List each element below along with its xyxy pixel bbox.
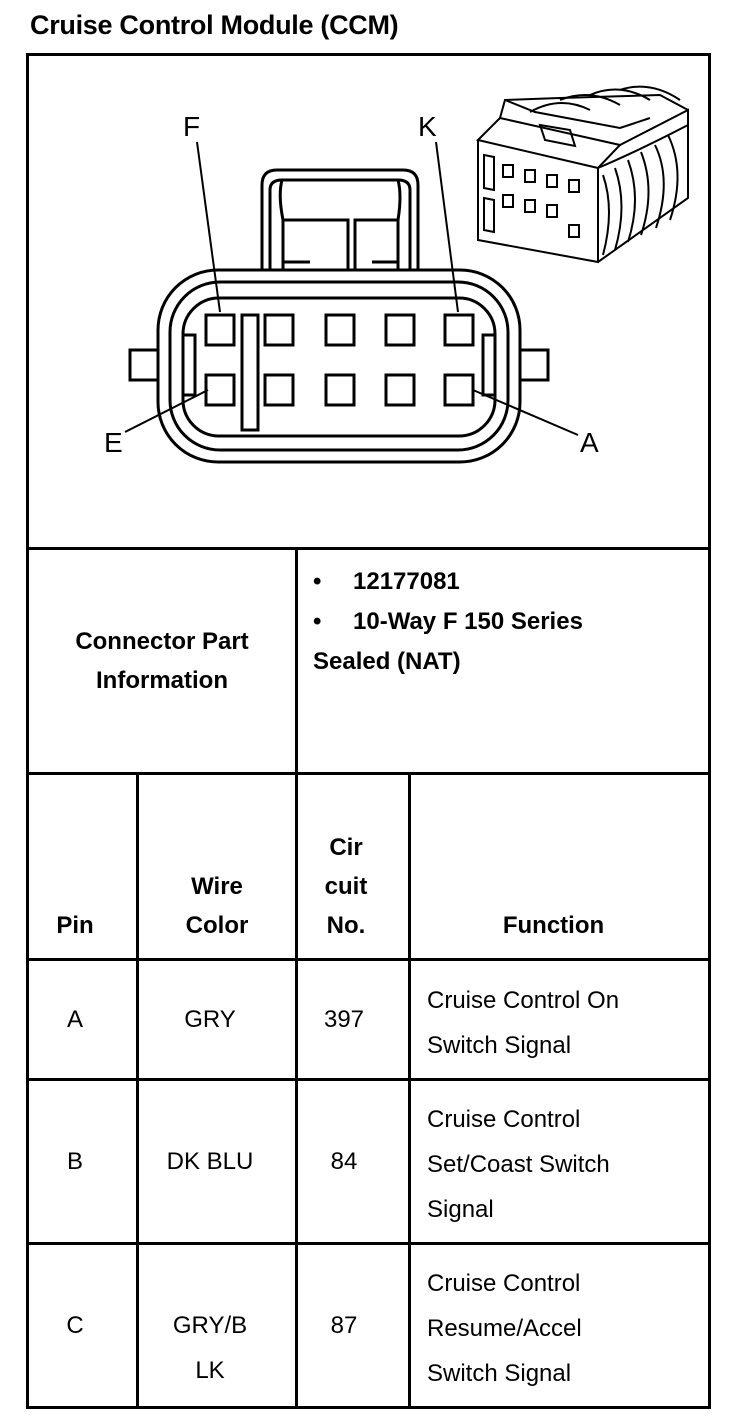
divider-header-bottom xyxy=(26,958,711,961)
row-c-function: Cruise Control Resume/Accel Switch Signa… xyxy=(427,1261,582,1396)
page-title: Cruise Control Module (CCM) xyxy=(30,10,399,40)
row-c-pin: C xyxy=(66,1312,84,1339)
connector-diagram: F K E A xyxy=(104,85,689,464)
row-b-function-line3: Signal xyxy=(427,1196,494,1223)
header-wire-color: Wire Color xyxy=(139,867,295,945)
bullet-point: • xyxy=(313,608,322,635)
row-c-function-line2: Resume/Accel xyxy=(427,1315,582,1342)
row-b-function: Cruise Control Set/Coast Switch Signal xyxy=(427,1097,610,1232)
connector-info-label-line1: Connector Part xyxy=(75,628,249,655)
part-number: 12177081 xyxy=(353,568,460,595)
divider-pin-column xyxy=(136,772,139,1409)
divider-circuit-column xyxy=(408,772,411,1409)
pin-label-a: A xyxy=(580,427,599,458)
row-c-function-line1: Cruise Control xyxy=(427,1270,581,1297)
header-circuit-no: Cir cuit No. xyxy=(298,828,394,945)
connector-description-line1: 10-Way F 150 Series xyxy=(353,608,583,635)
row-c-wire-line1: GRY/B xyxy=(172,1312,248,1339)
connector-description-line2: Sealed (NAT) xyxy=(313,648,461,675)
row-b-function-line1: Cruise Control xyxy=(427,1106,581,1133)
row-a-function-line1: Cruise Control On xyxy=(427,987,620,1014)
row-c-function-line3: Switch Signal xyxy=(427,1360,572,1387)
row-a-pin: A xyxy=(66,1006,83,1033)
divider-row-a-bottom xyxy=(26,1078,711,1081)
connector-info-label-line2: Information xyxy=(96,667,228,694)
row-b-function-line2: Set/Coast Switch xyxy=(427,1151,610,1178)
row-a-function: Cruise Control On Switch Signal xyxy=(427,978,619,1068)
row-a-wire: GRY xyxy=(184,1006,236,1033)
pin-label-f: F xyxy=(183,111,200,142)
header-circuit-line2: cuit xyxy=(324,873,368,900)
divider-info-bottom xyxy=(26,772,711,775)
row-a-circuit: 397 xyxy=(323,1006,365,1033)
row-c-wire: GRY/B LK xyxy=(139,1303,281,1393)
header-wire-line2: Color xyxy=(185,912,249,939)
row-b-pin: B xyxy=(66,1148,83,1175)
divider-info-column xyxy=(295,547,298,975)
row-b-circuit: 84 xyxy=(330,1148,358,1175)
header-wire-line1: Wire xyxy=(191,873,243,900)
header-function: Function xyxy=(411,906,696,945)
header-pin: Pin xyxy=(29,906,121,945)
description-continuation: Sealed (NAT) xyxy=(313,648,461,676)
description-item: • 10-Way F 150 Series xyxy=(313,608,583,636)
row-a-function-line2: Switch Signal xyxy=(427,1032,572,1059)
header-circuit-line3: No. xyxy=(326,912,366,939)
connector-info-label: Connector Part Information xyxy=(29,622,295,700)
divider-diagram-bottom xyxy=(26,547,711,550)
part-number-item: • 12177081 xyxy=(313,568,460,596)
connector-3d-view xyxy=(476,85,689,264)
divider-row-b-bottom xyxy=(26,1242,711,1245)
row-c-wire-line2: LK xyxy=(195,1357,225,1384)
header-function-text: Function xyxy=(502,912,605,939)
connector-table-frame xyxy=(26,53,711,1409)
pin-label-k: K xyxy=(418,111,437,142)
divider-wire-column xyxy=(295,958,298,1409)
row-b-wire: DK BLU xyxy=(166,1148,254,1175)
row-c-circuit: 87 xyxy=(330,1312,358,1339)
header-pin-text: Pin xyxy=(56,912,94,939)
bullet-point: • xyxy=(313,568,322,595)
header-circuit-line1: Cir xyxy=(329,834,363,861)
pin-label-e: E xyxy=(104,427,123,458)
